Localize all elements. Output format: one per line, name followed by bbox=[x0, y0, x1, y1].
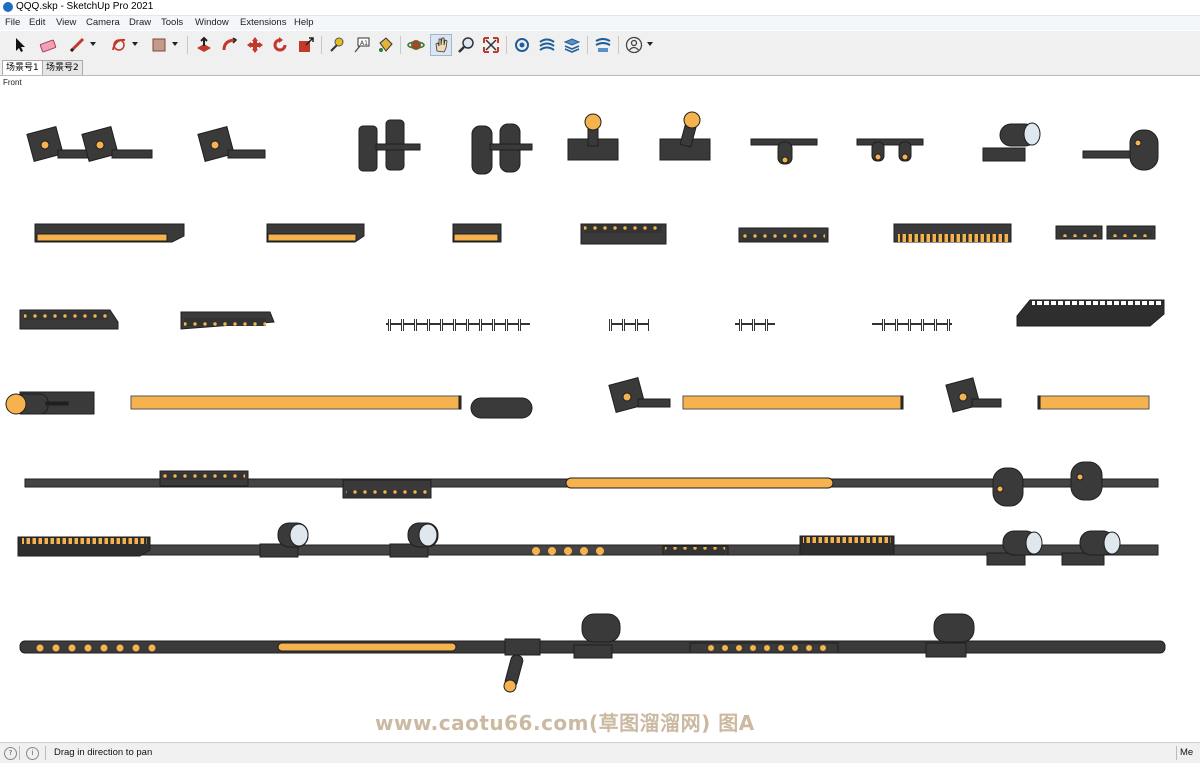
follow-me-icon bbox=[222, 37, 238, 51]
toolbar-divider bbox=[400, 36, 401, 54]
layers-tool[interactable] bbox=[561, 34, 583, 56]
orbit-tool[interactable] bbox=[405, 34, 427, 56]
title-bar: QQQ.skp - SketchUp Pro 2021 bbox=[0, 0, 1200, 16]
move-icon bbox=[247, 37, 263, 53]
scene-tab-2[interactable]: 场景号2 bbox=[42, 60, 83, 75]
toolbar-divider bbox=[618, 36, 619, 54]
menu-window[interactable]: Window bbox=[195, 17, 229, 28]
pan-icon bbox=[435, 37, 448, 53]
status-bar: ? i Drag in direction to pan Me bbox=[0, 742, 1200, 763]
toolbar-divider bbox=[506, 36, 507, 54]
window-title: QQQ.skp - SketchUp Pro 2021 bbox=[16, 1, 154, 12]
scale-tool[interactable] bbox=[295, 34, 317, 56]
geolocation-icon[interactable]: ? bbox=[4, 747, 17, 760]
push-pull-tool[interactable] bbox=[193, 34, 215, 56]
rectangle-icon bbox=[152, 38, 166, 52]
model-drawing[interactable] bbox=[0, 76, 1200, 742]
fixture-row-1[interactable] bbox=[26, 111, 1159, 175]
move-tool[interactable] bbox=[244, 34, 266, 56]
text-tool[interactable]: A1 bbox=[351, 34, 373, 56]
rotate-tool[interactable] bbox=[269, 34, 291, 56]
menu-bar: File Edit View Camera Draw Tools Window … bbox=[0, 16, 1200, 30]
track-row-1[interactable] bbox=[24, 461, 1159, 507]
fixture-row-2[interactable] bbox=[34, 223, 1156, 245]
track-row-3[interactable] bbox=[19, 613, 1166, 693]
menu-tools[interactable]: Tools bbox=[161, 17, 184, 28]
extension-warehouse-tool[interactable] bbox=[592, 34, 614, 56]
status-divider bbox=[1176, 746, 1177, 760]
select-tool[interactable] bbox=[9, 34, 31, 56]
menu-view[interactable]: View bbox=[56, 17, 77, 28]
scale-icon bbox=[299, 37, 314, 52]
menu-camera[interactable]: Camera bbox=[86, 17, 120, 28]
toolbar-divider bbox=[321, 36, 322, 54]
push-pull-icon bbox=[197, 36, 211, 52]
chevron-down-icon[interactable] bbox=[90, 42, 96, 46]
watermark-text: www.caotu66.com(草图溜溜网) 图A bbox=[375, 711, 755, 735]
rectangle-tool[interactable] bbox=[148, 34, 178, 56]
scene-tab-bar: 场景号1 场景号2 bbox=[0, 59, 1200, 76]
rotate-icon bbox=[273, 37, 287, 52]
view-label: Front bbox=[3, 78, 22, 87]
toolbar-divider bbox=[587, 36, 588, 54]
fixture-row-4[interactable] bbox=[5, 376, 1150, 419]
fixture-row-3[interactable] bbox=[19, 299, 1165, 331]
paint-bucket-tool[interactable] bbox=[374, 34, 396, 56]
menu-file[interactable]: File bbox=[5, 17, 21, 28]
zoom-tool[interactable] bbox=[455, 34, 477, 56]
measurements-label: Me bbox=[1180, 747, 1194, 758]
tape-measure-tool[interactable] bbox=[326, 34, 348, 56]
track-row-2[interactable] bbox=[17, 522, 1159, 566]
warehouse-icon bbox=[515, 38, 529, 52]
toolbar: A1 bbox=[0, 31, 1200, 60]
account-icon bbox=[625, 36, 643, 54]
pencil-icon bbox=[69, 37, 85, 53]
zoom-extents-tool[interactable] bbox=[480, 34, 502, 56]
pencil-tool[interactable] bbox=[66, 34, 96, 56]
layers-icon bbox=[563, 38, 581, 53]
toolbar-divider bbox=[187, 36, 188, 54]
pan-tool[interactable] bbox=[430, 34, 452, 56]
info-icon[interactable]: i bbox=[26, 747, 39, 760]
tape-measure-icon bbox=[330, 37, 344, 52]
status-divider bbox=[19, 746, 20, 760]
chevron-down-icon[interactable] bbox=[132, 42, 138, 46]
extension-warehouse-icon bbox=[595, 38, 611, 52]
sketchup-app-icon bbox=[3, 2, 13, 12]
eraser-tool[interactable] bbox=[37, 34, 59, 56]
text-icon: A1 bbox=[354, 37, 370, 53]
arc-tool[interactable] bbox=[108, 34, 138, 56]
eraser-icon bbox=[39, 39, 57, 53]
scene-tab-1[interactable]: 场景号1 bbox=[2, 60, 43, 75]
chevron-down-icon[interactable] bbox=[172, 42, 178, 46]
menu-edit[interactable]: Edit bbox=[29, 17, 46, 28]
status-divider bbox=[45, 746, 46, 760]
follow-me-tool[interactable] bbox=[219, 34, 241, 56]
account-button[interactable] bbox=[623, 34, 653, 56]
menu-draw[interactable]: Draw bbox=[129, 17, 152, 28]
zoom-icon bbox=[458, 37, 474, 53]
status-text: Drag in direction to pan bbox=[54, 747, 153, 758]
paint-bucket-icon bbox=[379, 37, 393, 52]
zoom-extents-icon bbox=[483, 37, 499, 53]
arc-icon bbox=[112, 38, 126, 51]
orbit-icon bbox=[407, 40, 425, 50]
extension-icon bbox=[539, 38, 555, 51]
menu-help[interactable]: Help bbox=[294, 17, 314, 28]
menu-extensions[interactable]: Extensions bbox=[240, 17, 287, 28]
svg-text:A1: A1 bbox=[360, 40, 368, 47]
extension-tool[interactable] bbox=[536, 34, 558, 56]
select-icon bbox=[16, 38, 25, 52]
model-viewport[interactable]: Front bbox=[0, 76, 1200, 742]
warehouse-tool[interactable] bbox=[511, 34, 533, 56]
chevron-down-icon[interactable] bbox=[647, 42, 653, 46]
